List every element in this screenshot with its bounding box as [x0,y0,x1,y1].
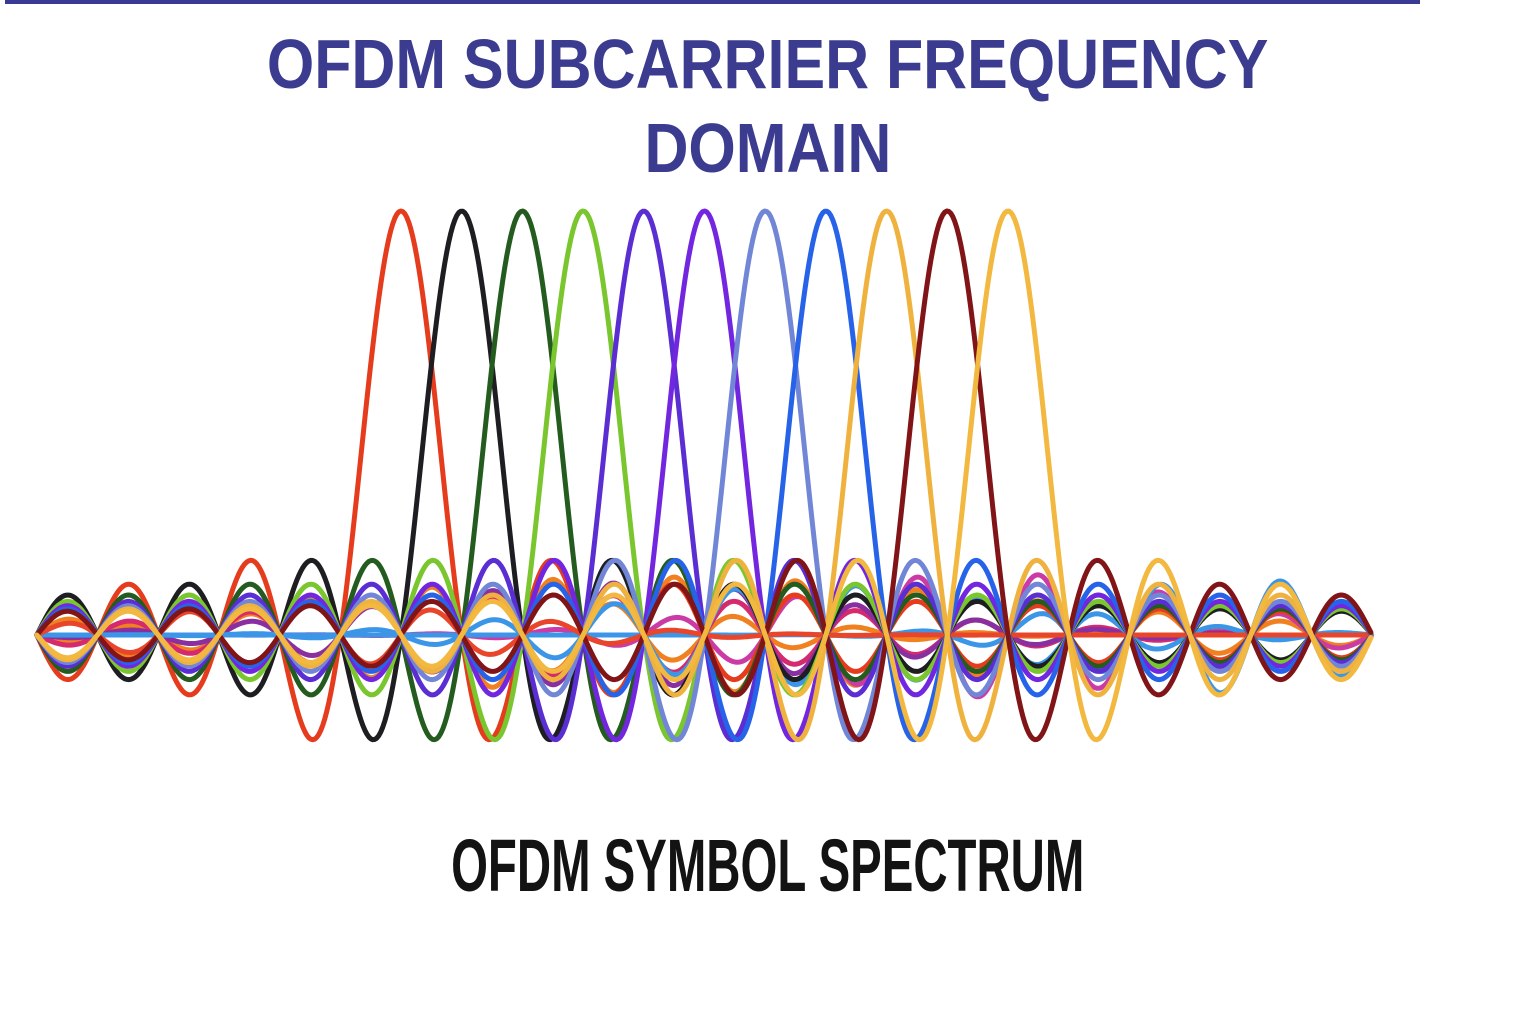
page-title-line-2: DOMAIN [644,109,892,187]
top-border-line [5,0,1420,4]
page-title-line-1: OFDM SUBCARRIER FREQUENCY [267,25,1269,103]
page-title: OFDM SUBCARRIER FREQUENCY DOMAIN [0,22,1536,190]
caption-text: OFDM SYMBOL SPECTRUM [451,824,1085,907]
spectrum-curve [34,208,1374,743]
caption: OFDM SYMBOL SPECTRUM [0,826,1536,906]
spectrum-curve [34,208,1374,743]
